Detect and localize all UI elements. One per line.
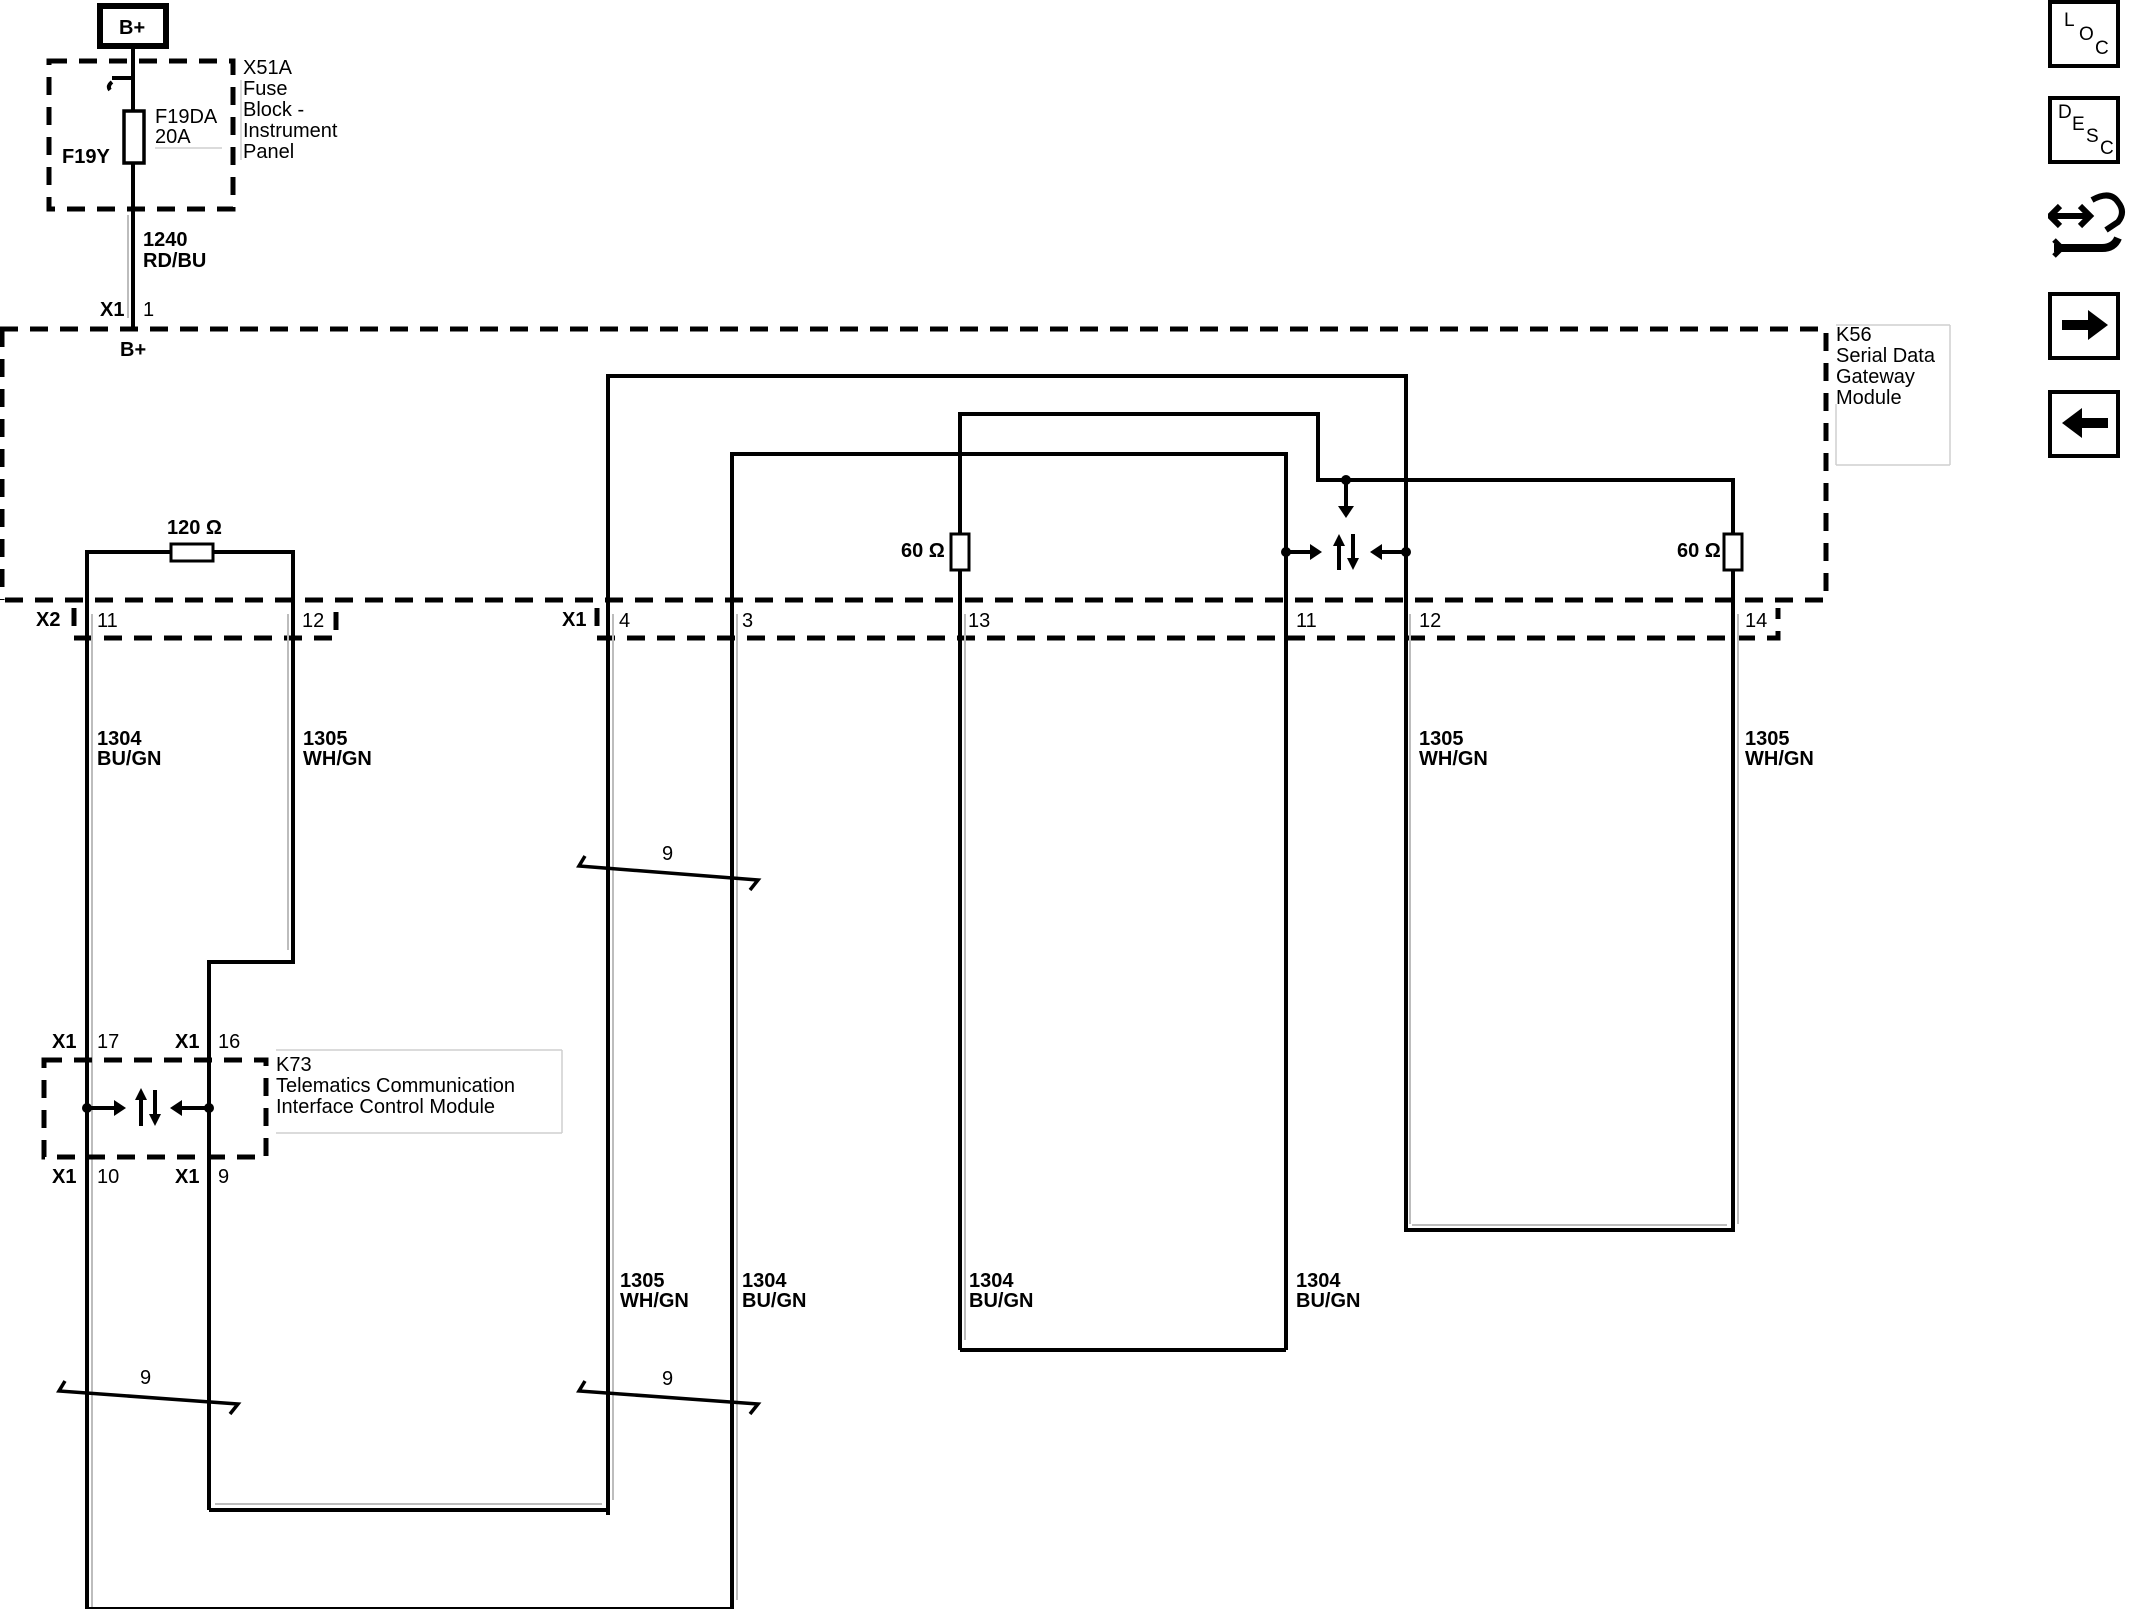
fuse-feed-id: F19Y <box>62 146 110 168</box>
gateway-supply-connector: X1 <box>100 299 124 321</box>
arrow-left-icon <box>2062 408 2108 438</box>
twist-count-mid: 9 <box>662 1368 673 1390</box>
x1-connector-label: X1 <box>562 609 586 631</box>
gateway-title-1: K56 <box>1836 324 1872 346</box>
wire-1304-d-circuit: 1304 <box>1296 1270 1341 1292</box>
k73-top-right-pin: 16 <box>218 1031 240 1053</box>
loc-letter-c: C <box>2095 38 2109 59</box>
k73-top-right-connector: X1 <box>175 1031 199 1053</box>
wire-1304-c-circuit: 1304 <box>969 1270 1014 1292</box>
desc-letter-s: S <box>2086 126 2099 147</box>
k73-bottom-right-pin: 9 <box>218 1166 229 1188</box>
fuse-rating: 20A <box>155 126 191 148</box>
connector-repair-icon[interactable] <box>2045 186 2128 266</box>
k73-bottom-left-pin: 10 <box>97 1166 119 1188</box>
k73-title-2: Telematics Communication <box>276 1075 515 1097</box>
next-page-button[interactable] <box>2048 292 2120 360</box>
resistor-120-ohm <box>169 542 215 563</box>
description-button[interactable]: D E S C <box>2048 96 2120 164</box>
k73-top-left-pin: 17 <box>97 1031 119 1053</box>
location-button[interactable]: L O C <box>2048 0 2120 68</box>
fuse-block-title-3: Instrument <box>243 120 338 142</box>
wire-1304-left-circuit: 1304 <box>97 728 142 750</box>
gateway-module-outline <box>0 326 1829 603</box>
x1-pin-12: 12 <box>1419 610 1441 632</box>
gateway-transceiver-icon <box>1281 475 1411 570</box>
fuse-block-connector: X51A <box>243 57 293 79</box>
fuse-block-outline <box>46 58 236 212</box>
x1-pin-13: 13 <box>968 610 990 632</box>
x1-pin-4: 4 <box>619 610 630 632</box>
gateway-supply-pin: 1 <box>143 299 154 321</box>
resistor-60-ohm-left <box>949 532 971 572</box>
resistor-60-ohm-left-label: 60 Ω <box>901 540 945 562</box>
k73-bottom-right-connector: X1 <box>175 1166 199 1188</box>
feed-wire-color: RD/BU <box>143 250 206 272</box>
k73-bottom-left-connector: X1 <box>52 1166 76 1188</box>
wire-1305-e-circuit: 1305 <box>1419 728 1464 750</box>
gateway-title-4: Module <box>1836 387 1902 409</box>
feed-wire-circuit: 1240 <box>143 229 188 251</box>
x2-pin-11: 11 <box>97 610 118 632</box>
gateway-title-2: Serial Data <box>1836 345 1936 367</box>
twist-count-upper: 9 <box>662 843 673 865</box>
desc-letter-d: D <box>2058 102 2072 123</box>
k73-title-3: Interface Control Module <box>276 1096 495 1118</box>
wire-1304-left-color: BU/GN <box>97 748 161 770</box>
wire-1305-f-circuit: 1305 <box>1745 728 1790 750</box>
wire-1305-f-color: WH/GN <box>1745 748 1814 770</box>
x1-pin-3: 3 <box>742 610 753 632</box>
x1-pin-14: 14 <box>1745 610 1767 632</box>
twisted-pair-marker-upper: 9 <box>576 843 762 892</box>
x2-pin-12: 12 <box>302 610 324 632</box>
wire-1305-left-color: WH/GN <box>303 748 372 770</box>
desc-letter-c: C <box>2100 138 2114 159</box>
wire-1305-mid-circuit: 1305 <box>620 1270 665 1292</box>
power-source-label: B+ <box>119 17 145 39</box>
gateway-title-3: Gateway <box>1836 366 1915 388</box>
twisted-pair-marker-mid: 9 <box>576 1368 762 1416</box>
telematics-transceiver-icon <box>82 1088 214 1126</box>
twisted-pair-marker-left: 9 <box>56 1367 242 1416</box>
arrow-right-icon <box>2062 310 2108 340</box>
previous-page-button[interactable] <box>2048 390 2120 458</box>
wire-1304-d-color: BU/GN <box>1296 1290 1360 1312</box>
wire-1305-e-color: WH/GN <box>1419 748 1488 770</box>
resistor-60-ohm-right <box>1722 532 1744 572</box>
fuse-block-title-4: Panel <box>243 141 294 163</box>
wire-1305-left-circuit: 1305 <box>303 728 348 750</box>
k73-top-left-connector: X1 <box>52 1031 76 1053</box>
fuse-f19da <box>122 109 146 165</box>
resistor-60-ohm-right-label: 60 Ω <box>1677 540 1721 562</box>
x2-connector-label: X2 <box>36 609 60 631</box>
wire-1305-mid-color: WH/GN <box>620 1290 689 1312</box>
twist-count-left: 9 <box>140 1367 151 1389</box>
gateway-supply-label: B+ <box>120 339 146 361</box>
navigation-panel: L O C D E S C <box>2045 0 2130 458</box>
desc-letter-e: E <box>2072 114 2085 135</box>
wire-1304-c-color: BU/GN <box>969 1290 1033 1312</box>
wire-1304-mid-circuit: 1304 <box>742 1270 787 1292</box>
loc-letter-l: L <box>2064 10 2075 31</box>
fuse-block-title-1: Fuse <box>243 78 287 100</box>
k73-title-1: K73 <box>276 1054 312 1076</box>
telematics-module-outline <box>41 1057 269 1160</box>
resistor-120-ohm-label: 120 Ω <box>167 517 222 539</box>
wire-1304-mid-color: BU/GN <box>742 1290 806 1312</box>
fuse-block-title-2: Block - <box>243 99 304 121</box>
fuse-id: F19DA <box>155 106 218 128</box>
loc-letter-o: O <box>2079 24 2094 45</box>
x1-pin-11: 11 <box>1296 610 1317 632</box>
